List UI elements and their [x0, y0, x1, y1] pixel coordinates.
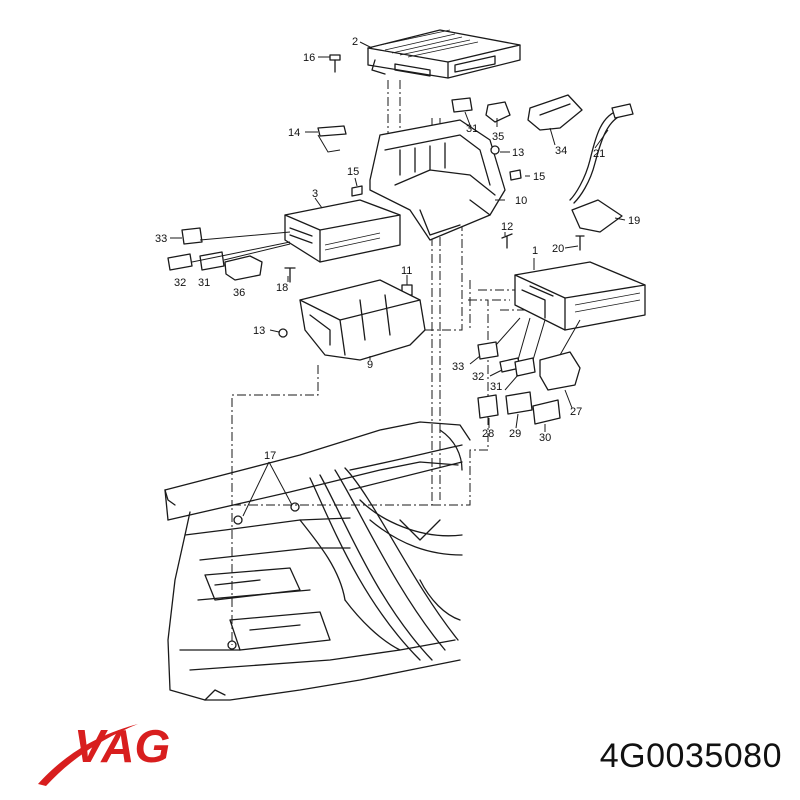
- part-15-clip-left: [351, 185, 363, 197]
- callout-31c: 31: [490, 381, 502, 393]
- part-19-module: [571, 199, 623, 233]
- vag-logo: VAG: [38, 720, 170, 786]
- callout-2: 2: [352, 36, 358, 48]
- part-3-unit: [284, 199, 401, 263]
- part-31-connector-right: [514, 357, 536, 377]
- callout-32b: 32: [472, 371, 484, 383]
- callout-21: 21: [593, 148, 605, 160]
- callout-15b: 15: [533, 171, 545, 183]
- callout-33b: 33: [452, 361, 464, 373]
- part-31-connector-left: [199, 251, 225, 271]
- part-13-nut-top: [490, 145, 500, 155]
- vehicle-body-drawing: [164, 421, 471, 701]
- part-28-connector: [477, 394, 499, 419]
- callout-28: 28: [482, 428, 494, 440]
- logo-text: VAG: [74, 720, 170, 772]
- part-15-clip-right: [509, 169, 522, 181]
- part-21-cable: [569, 103, 634, 204]
- leader-lines: [170, 41, 626, 517]
- logo-swoosh: [38, 724, 138, 786]
- part-35-connector: [485, 101, 511, 123]
- callout-29: 29: [509, 428, 521, 440]
- part-20-screw: [575, 235, 585, 251]
- part-32-connector-left: [167, 253, 193, 271]
- callout-17: 17: [264, 450, 276, 462]
- part-29-connector: [505, 391, 533, 415]
- callout-33a: 33: [155, 233, 167, 245]
- callout-13a: 13: [512, 147, 524, 159]
- callout-35: 35: [492, 131, 504, 143]
- callout-30: 30: [539, 432, 551, 444]
- callout-18: 18: [276, 282, 288, 294]
- callout-20: 20: [552, 243, 564, 255]
- part-10-bracket: [369, 119, 506, 241]
- callout-34: 34: [555, 145, 567, 157]
- part-12-screw: [501, 233, 513, 249]
- callout-36: 36: [233, 287, 245, 299]
- part-18-screw: [284, 267, 296, 283]
- part-27-connector: [539, 351, 581, 391]
- part-16-screw: [329, 54, 341, 73]
- callout-15a: 15: [347, 166, 359, 178]
- part-31-connector-top: [451, 97, 473, 113]
- callout-12: 12: [501, 221, 513, 233]
- callout-13b: 13: [253, 325, 265, 337]
- part-9-carrier: [299, 279, 426, 361]
- callout-3: 3: [312, 188, 318, 200]
- part-1-unit: [514, 261, 646, 331]
- part-34-connector: [527, 94, 583, 131]
- callout-31a: 31: [466, 123, 478, 135]
- callout-16: 16: [303, 52, 315, 64]
- callout-9: 9: [367, 359, 373, 371]
- callout-10: 10: [515, 195, 527, 207]
- callout-27: 27: [570, 406, 582, 418]
- callout-14: 14: [288, 127, 300, 139]
- part-33-connector-right: [477, 341, 499, 360]
- callout-32a: 32: [174, 277, 186, 289]
- part-2-control-unit: [367, 29, 521, 79]
- callout-11: 11: [401, 265, 412, 277]
- part-14-label: [317, 125, 347, 137]
- part-30-connector: [532, 399, 561, 425]
- part-number: 4G0035080: [599, 737, 782, 775]
- callout-labels: 1 2 3 9 10 11 12 13 13 14 15 15 16 17 18…: [155, 36, 640, 462]
- callout-31b: 31: [198, 277, 210, 289]
- callout-19: 19: [628, 215, 640, 227]
- part-33-connector-left: [181, 227, 203, 245]
- part-36-connector: [224, 255, 263, 281]
- callout-1: 1: [532, 245, 538, 257]
- part-13-nut-lower: [278, 328, 288, 338]
